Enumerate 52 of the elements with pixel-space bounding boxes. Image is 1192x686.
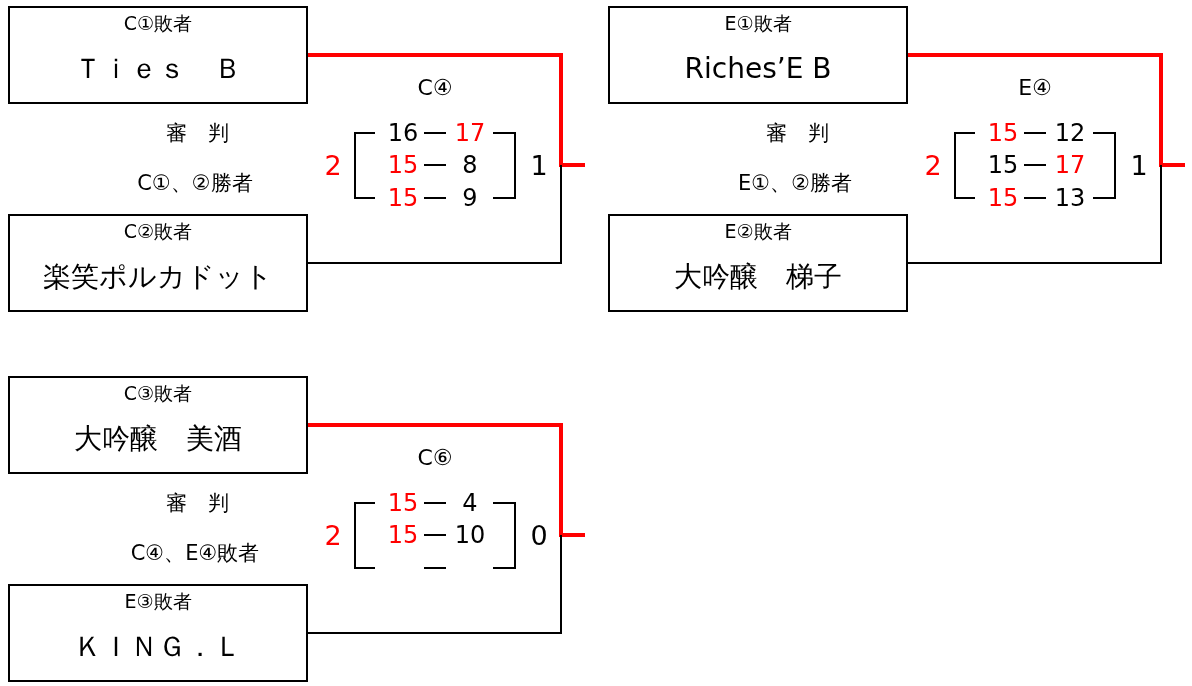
game-score: 15 xyxy=(387,523,419,547)
game-score: 10 xyxy=(454,523,486,547)
team-name: 大吟醸 美酒 xyxy=(73,422,243,456)
team-box xyxy=(8,376,308,474)
game-score: 16 xyxy=(387,121,419,145)
bracket-line xyxy=(307,534,562,634)
team-name: ＫＩＮＧ．Ｌ xyxy=(73,630,243,664)
sets-won: 0 xyxy=(530,521,548,549)
game-score: 9 xyxy=(462,186,478,210)
team-box xyxy=(608,214,908,312)
game-score: 15 xyxy=(387,186,419,210)
bracket-line xyxy=(908,53,1185,167)
referee-team: C④、E④敗者 xyxy=(130,542,260,564)
game-score: 15 xyxy=(387,153,419,177)
sets-won: 1 xyxy=(1130,151,1148,179)
team-name: 大吟醸 梯子 xyxy=(673,260,843,294)
slot-heading: C③敗者 xyxy=(122,382,194,404)
team-name: Ｔｉｅｓ Ｂ xyxy=(73,52,243,86)
sets-won: 1 xyxy=(530,151,548,179)
slot-heading: E③敗者 xyxy=(123,590,193,612)
sets-won: 2 xyxy=(324,521,342,549)
match-number: E④ xyxy=(1018,77,1052,99)
game-score: 4 xyxy=(462,491,478,515)
game-score: 15 xyxy=(987,153,1019,177)
team-box xyxy=(8,584,308,682)
team-name: Riches’E B xyxy=(683,52,833,86)
game-score: 13 xyxy=(1054,186,1086,210)
slot-heading: C②敗者 xyxy=(122,220,194,242)
game-score: 12 xyxy=(1054,121,1086,145)
game-score: 17 xyxy=(1054,153,1086,177)
game-score: 15 xyxy=(987,121,1019,145)
game-score: 15 xyxy=(387,491,419,515)
game-score: 15 xyxy=(987,186,1019,210)
slot-heading: E②敗者 xyxy=(723,220,793,242)
referee-team: E①、②勝者 xyxy=(738,172,852,194)
team-name: 楽笑ポルカドット xyxy=(42,260,274,294)
team-box xyxy=(8,214,308,312)
slot-heading: C①敗者 xyxy=(122,12,194,34)
bracket-line xyxy=(308,53,585,167)
sets-won: 2 xyxy=(924,151,942,179)
referee-team: C①、②勝者 xyxy=(137,172,253,194)
match-number: C⑥ xyxy=(417,447,453,469)
game-score: 17 xyxy=(454,121,486,145)
sets-won: 2 xyxy=(324,151,342,179)
match-number: C④ xyxy=(417,77,453,99)
game-score: 8 xyxy=(462,153,478,177)
slot-heading: E①敗者 xyxy=(723,12,793,34)
bracket-line xyxy=(307,164,562,264)
team-box xyxy=(8,6,308,104)
team-box xyxy=(608,6,908,104)
bracket-line xyxy=(308,423,585,537)
bracket-line xyxy=(907,164,1162,264)
